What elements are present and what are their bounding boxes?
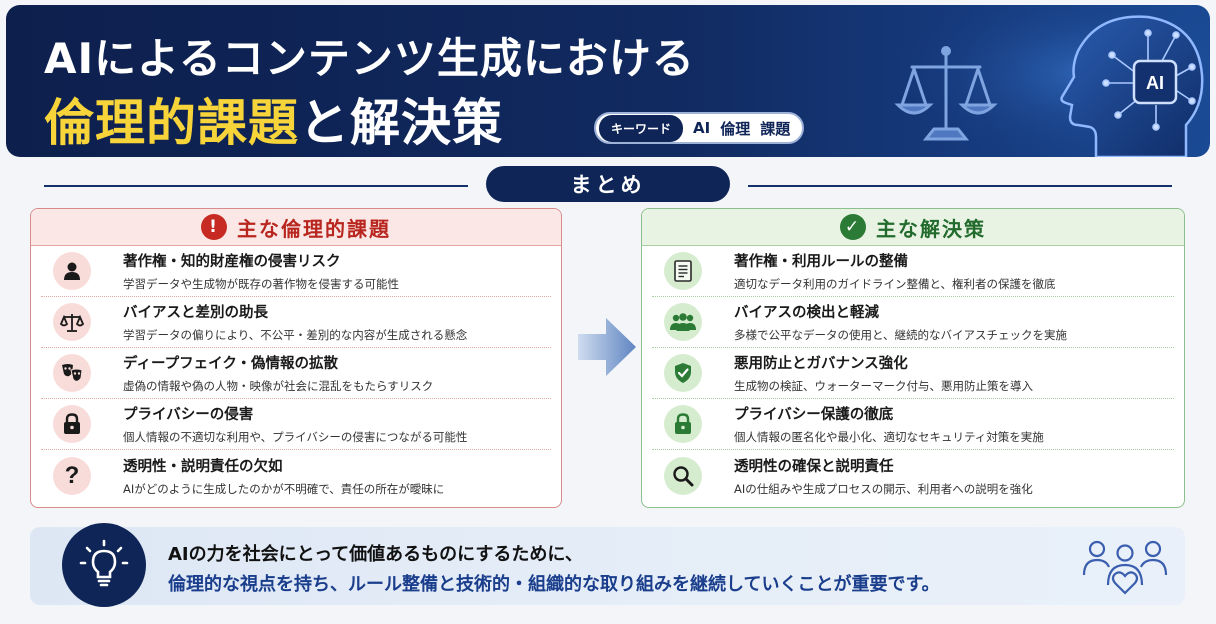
solution-item-bias: バイアスの検出と軽減 多様で公平なデータの使用と、継続的なバイアスチェックを実施 (652, 297, 1174, 348)
solution-title: 透明性の確保と説明責任 (734, 458, 894, 475)
check-icon: ✓ (840, 214, 866, 240)
magnifier-icon (664, 456, 702, 495)
title-line2: 倫理的課題と解決策 (44, 83, 503, 155)
issue-desc: 学習データや生成物が既存の著作物を侵害する可能性 (123, 277, 399, 291)
issue-item-copyright: 著作権・知的財産権の侵害リスク 学習データや生成物が既存の著作物を侵害する可能性 (41, 246, 551, 297)
summary-label: まとめ (486, 166, 730, 202)
solution-title: 悪用防止とガバナンス強化 (734, 356, 908, 372)
issues-panel: ! 主な倫理的課題 著作権・知的財産権の侵害リスク 学習データや生成物が既存の著… (30, 208, 562, 508)
solutions-heading-text: 主な解決策 (876, 216, 986, 241)
arrow-right-icon (578, 318, 636, 376)
document-icon (664, 252, 702, 290)
keyword-ai: AI (693, 119, 711, 137)
issue-item-bias: バイアスと差別の助長 学習データの偏りにより、不公平・差別的な内容が生成される懸… (41, 297, 551, 348)
solution-title: 著作権・利用ルールの整備 (734, 254, 908, 270)
issue-title: ディープフェイク・偽情報の拡散 (123, 356, 339, 372)
shield-icon (664, 354, 702, 392)
title-line1: AIによるコンテンツ生成における (44, 34, 695, 83)
solution-desc: 生成物の検証、ウォーターマーク付与、悪用防止策を導入 (734, 379, 1033, 393)
ai-chip-icon (1132, 59, 1178, 105)
issues-heading-text: 主な倫理的課題 (237, 216, 391, 241)
issue-desc: 学習データの偏りにより、不公平・差別的な内容が生成される懸念 (123, 328, 468, 342)
issue-item-transparency: ? 透明性・説明責任の欠如 AIがどのように生成したのかが不明確で、責任の所在が… (41, 450, 551, 501)
solution-item-governance: 悪用防止とガバナンス強化 生成物の検証、ウォーターマーク付与、悪用防止策を導入 (652, 348, 1174, 399)
header-banner: AIによるコンテンツ生成における 倫理的課題と解決策 キーワード AI 倫理 課… (6, 5, 1210, 157)
conclusion-line1: AIの力を社会にとって価値あるものにするために、 (168, 544, 583, 565)
issue-desc: 虚偽の情報や偽の人物・映像が社会に混乱をもたらすリスク (123, 379, 434, 393)
keyword-label: キーワード (599, 114, 684, 142)
lock-icon (664, 405, 702, 443)
solution-item-privacy: プライバシー保護の徹底 個人情報の匿名化や最小化、適切なセキュリティ対策を実施 (652, 399, 1174, 450)
solutions-panel: ✓ 主な解決策 著作権・利用ルールの整備 適切なデータ利用のガイドライン整備と、… (641, 208, 1185, 508)
solution-desc: AIの仕組みや生成プロセスの開示、利用者への説明を強化 (734, 481, 1033, 496)
solutions-heading: ✓ 主な解決策 (642, 209, 1184, 246)
divider-right (748, 185, 1172, 187)
lock-icon (53, 405, 91, 443)
keyword-ethics: 倫理 (720, 119, 751, 138)
conclusion-banner: AIの力を社会にとって価値あるものにするために、 倫理的な視点を持ち、ルール整備… (30, 523, 1185, 607)
issue-title: プライバシーの侵害 (123, 407, 254, 423)
question-icon: ? (53, 456, 91, 495)
exclamation-icon: ! (201, 214, 227, 240)
issue-title: 著作権・知的財産権の侵害リスク (123, 254, 341, 270)
issue-desc: AIがどのように生成したのかが不明確で、責任の所在が曖昧に (123, 481, 445, 496)
divider-left (44, 185, 468, 187)
issue-item-deepfake: ディープフェイク・偽情報の拡散 虚偽の情報や偽の人物・映像が社会に混乱をもたらす… (41, 348, 551, 399)
keyword-pill: キーワード AI 倫理 課題 (594, 112, 805, 144)
solution-item-transparency: 透明性の確保と説明責任 AIの仕組みや生成プロセスの開示、利用者への説明を強化 (652, 450, 1174, 501)
masks-icon (53, 354, 91, 392)
scales-icon (894, 46, 998, 141)
conclusion-line2: 倫理的な視点を持ち、ルール整備と技術的・組織的な取り組みを継続していくことが重要… (168, 574, 940, 595)
scales-icon (53, 303, 91, 341)
group-icon (664, 303, 702, 341)
solution-desc: 個人情報の匿名化や最小化、適切なセキュリティ対策を実施 (734, 430, 1044, 444)
solution-item-rules: 著作権・利用ルールの整備 適切なデータ利用のガイドライン整備と、権利者の保護を徹… (652, 246, 1174, 297)
solution-desc: 適切なデータ利用のガイドライン整備と、権利者の保護を徹底 (734, 277, 1056, 291)
person-icon (53, 252, 91, 290)
issue-item-privacy: プライバシーの侵害 個人情報の不適切な利用や、プライバシーの侵害につながる可能性 (41, 399, 551, 450)
title-highlight: 倫理的課題 (44, 94, 299, 152)
issue-desc: 個人情報の不適切な利用や、プライバシーの侵害につながる可能性 (123, 430, 468, 444)
ai-head-illustration: AI (886, 5, 1210, 157)
title-rest: と解決策 (299, 94, 503, 152)
issue-title: バイアスと差別の助長 (123, 305, 268, 321)
issues-heading: ! 主な倫理的課題 (31, 209, 561, 246)
people-heart-icon (1082, 540, 1168, 595)
solution-title: プライバシー保護の徹底 (734, 407, 894, 423)
ai-chip-label: AI (1146, 73, 1164, 93)
issue-title: 透明性・説明責任の欠如 (123, 458, 283, 475)
keyword-issues: 課題 (760, 119, 791, 138)
lightbulb-icon (62, 523, 146, 607)
solution-desc: 多様で公平なデータの使用と、継続的なバイアスチェックを実施 (734, 328, 1068, 342)
solution-title: バイアスの検出と軽減 (734, 305, 879, 321)
